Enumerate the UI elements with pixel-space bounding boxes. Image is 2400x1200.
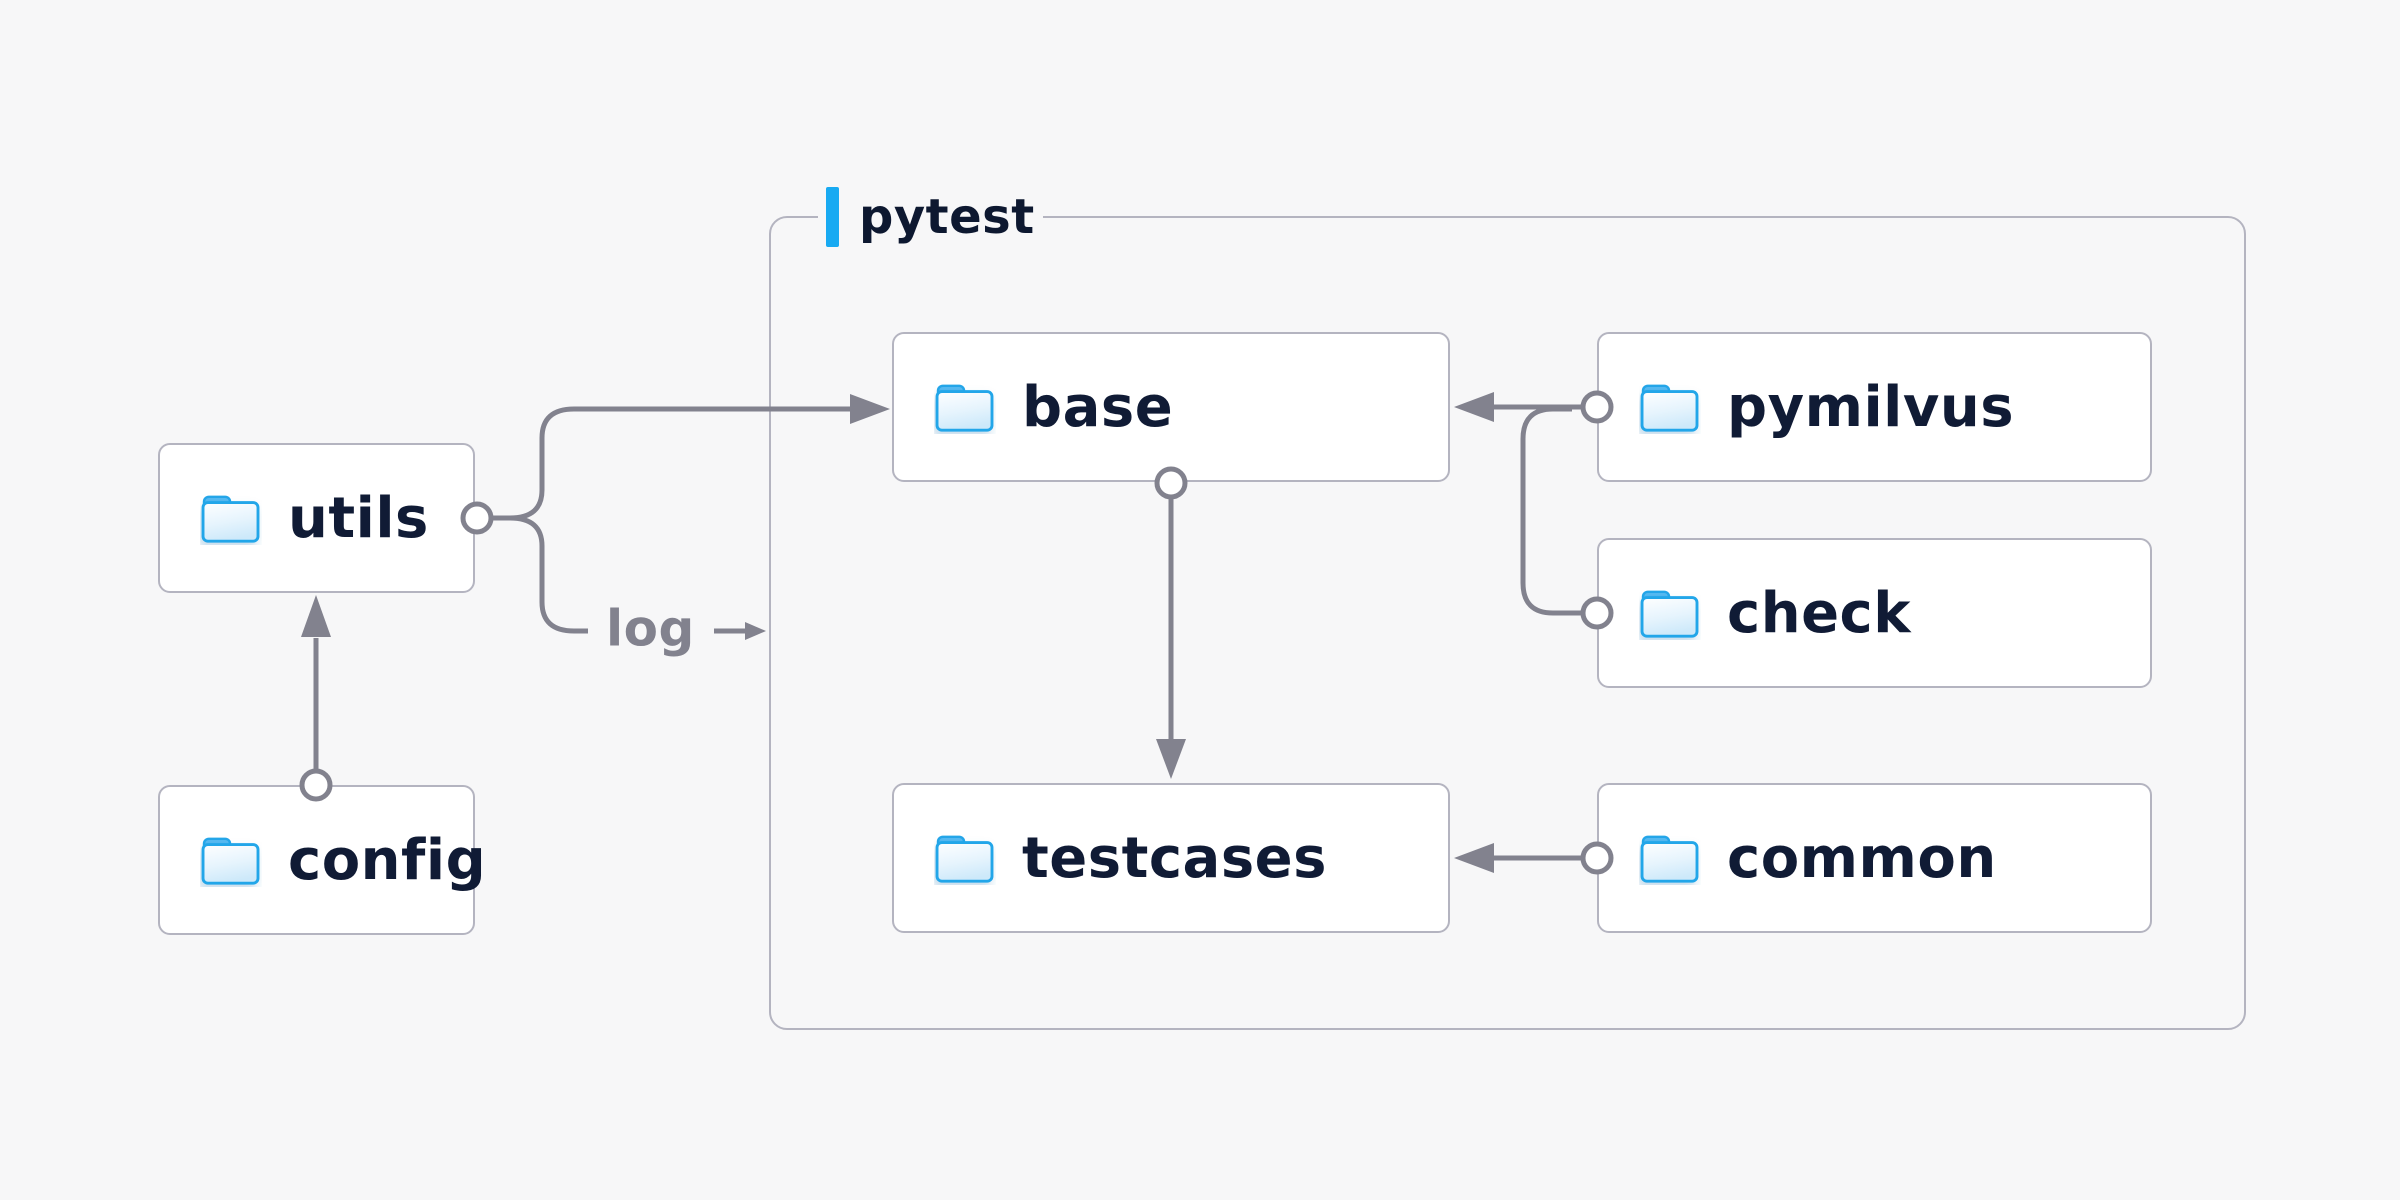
node-config: config: [158, 785, 486, 935]
node-label-common: common: [1727, 825, 1997, 891]
folder-icon: [934, 380, 996, 434]
node-check: check: [1597, 538, 2152, 688]
node-label-config: config: [288, 827, 487, 893]
node-utils: utils: [158, 443, 475, 593]
accent-bar: [826, 187, 839, 247]
folder-icon: [1639, 380, 1701, 434]
folder-icon: [1639, 586, 1701, 640]
folder-icon: [200, 491, 262, 545]
folder-icon: [200, 833, 262, 887]
node-common: common: [1597, 783, 2152, 933]
node-base: base: [892, 332, 1450, 482]
node-pymilvus: pymilvus: [1597, 332, 2152, 482]
node-label-pymilvus: pymilvus: [1727, 374, 2015, 440]
node-label-check: check: [1727, 580, 1911, 646]
arrowhead-log: [745, 622, 766, 640]
node-label-base: base: [1022, 374, 1174, 440]
pytest-group-label: pytest: [818, 186, 1043, 248]
folder-icon: [1639, 831, 1701, 885]
node-label-testcases: testcases: [1022, 825, 1327, 891]
edge-utils-log: [493, 515, 588, 634]
pytest-group-container: [769, 216, 2246, 1030]
edge-label-log: log: [606, 599, 695, 658]
arrowhead-config-utils: [301, 595, 331, 637]
node-testcases: testcases: [892, 783, 1450, 933]
node-label-utils: utils: [288, 485, 429, 551]
folder-icon: [934, 831, 996, 885]
group-title: pytest: [859, 189, 1035, 245]
